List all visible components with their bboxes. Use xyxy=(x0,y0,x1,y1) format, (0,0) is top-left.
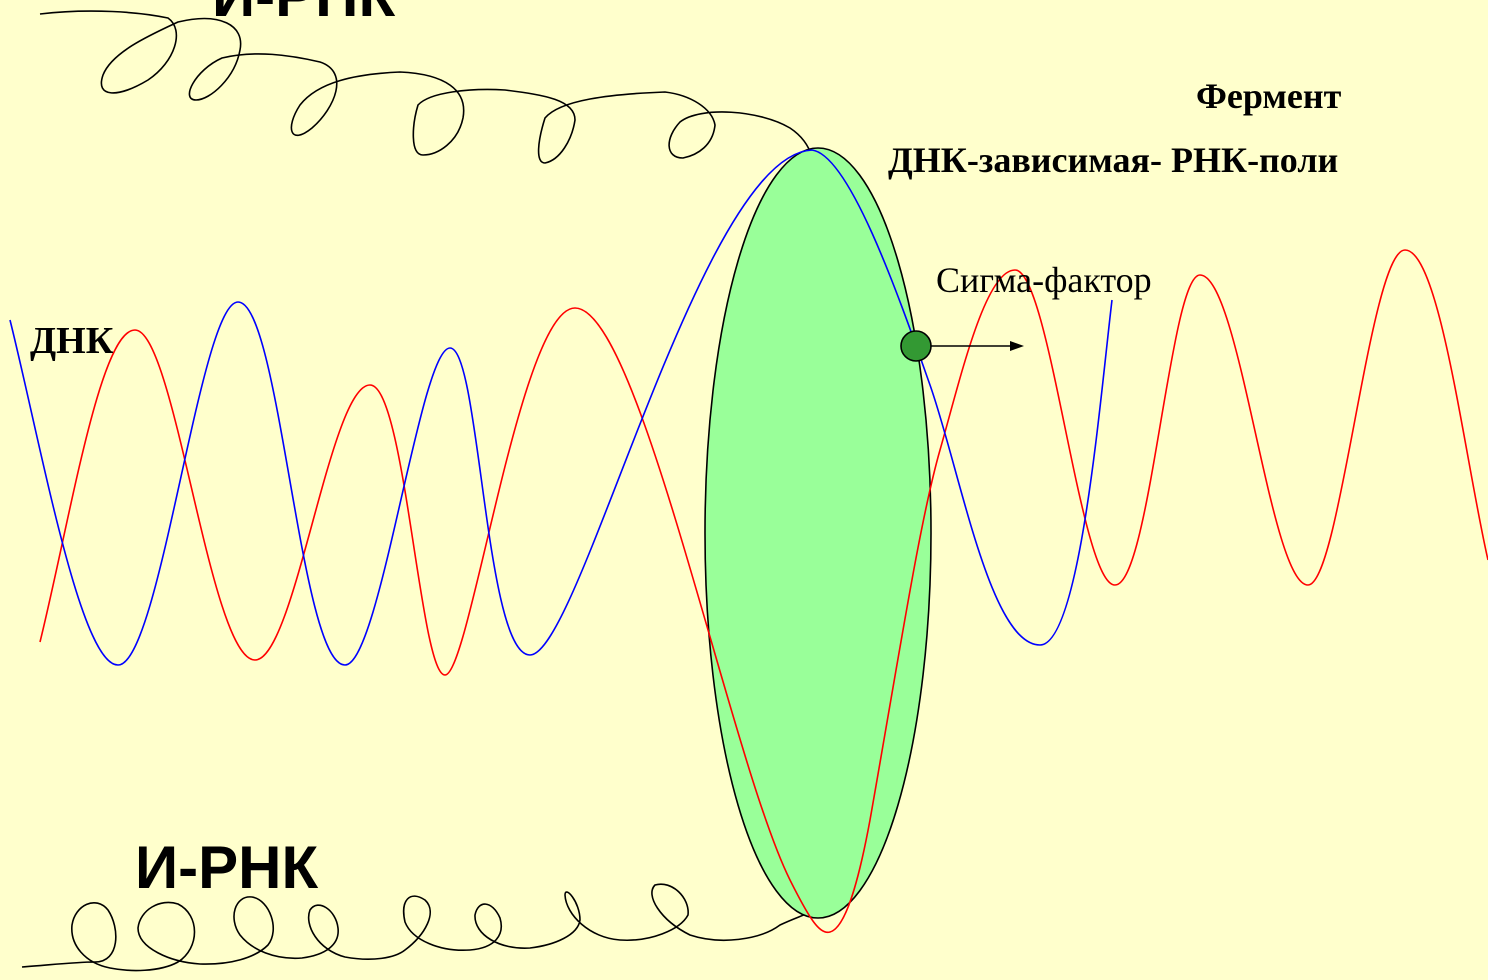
mrna-strand-top xyxy=(39,10,813,164)
dna-strand-red xyxy=(39,249,1488,934)
dna-label: ДНК xyxy=(30,320,114,362)
mrna-strand-bottom xyxy=(21,883,811,972)
mrna-label-top: И-РНК xyxy=(212,0,395,26)
sigma-factor-label: Сигма-фактор xyxy=(936,260,1152,300)
mrna-label-bottom: И-РНК xyxy=(135,834,319,901)
dna-strand-blue xyxy=(9,149,1113,666)
sigma-arrow-head xyxy=(1010,341,1024,351)
rna-polymerase xyxy=(704,147,932,919)
sigma-factor-dot xyxy=(900,330,932,362)
enzyme-label-line2: ДНК-зависимая- РНК-поли xyxy=(888,140,1339,180)
enzyme-label-line1: Фермент xyxy=(1196,76,1342,116)
